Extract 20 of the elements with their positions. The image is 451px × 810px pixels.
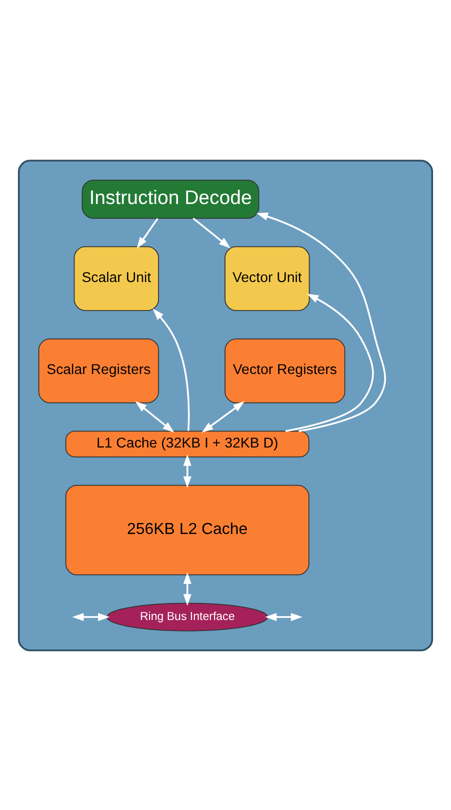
- cluster: [18, 159, 434, 651]
- node-ellipse: Ring Bus Interface: [106, 602, 268, 631]
- arrow: [202, 400, 245, 432]
- arrow: [285, 293, 374, 432]
- arrow: [135, 400, 174, 432]
- node-box: 256KB L2 Cache: [65, 484, 310, 575]
- node-box: Instruction Decode: [82, 179, 260, 218]
- node-box: Vector Registers: [224, 338, 346, 403]
- arrow: [256, 212, 386, 432]
- arrow: [265, 612, 302, 621]
- arrow: [136, 218, 158, 248]
- arrow: [72, 612, 110, 621]
- arrow: [183, 454, 192, 488]
- arrow: [192, 217, 230, 248]
- node-box: L1 Cache (32KB I + 32KB D): [65, 430, 310, 457]
- node-box: Vector Unit: [224, 246, 310, 310]
- arrow: [183, 572, 192, 606]
- node-box: Scalar Unit: [74, 246, 159, 310]
- node-box: Scalar Registers: [38, 338, 159, 403]
- arrow: [152, 308, 190, 430]
